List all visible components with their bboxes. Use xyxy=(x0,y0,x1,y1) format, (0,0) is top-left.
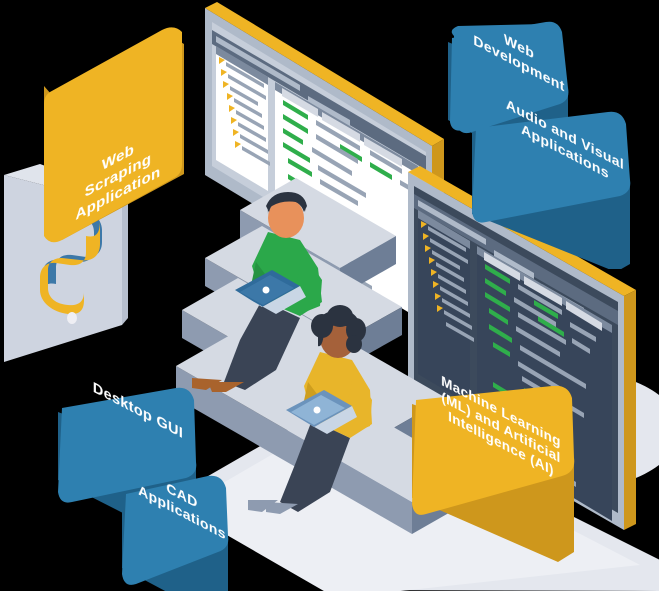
file-tree-arrow-icon xyxy=(421,221,443,312)
label-audio-and-visual-applications[interactable]: Audio and Visual Applications xyxy=(468,96,650,269)
file-tree-arrow-icon xyxy=(219,57,241,148)
label-cad-applications[interactable]: CAD Applications xyxy=(118,475,246,591)
label-plaque-shape xyxy=(472,111,631,269)
label-machine-learning-ai[interactable]: Machine Learning (ML) and Artificial Int… xyxy=(408,373,586,562)
label-plaque-shape xyxy=(122,475,229,591)
label-plaque-shape xyxy=(412,386,575,562)
label-web-scraping-application[interactable]: Web Scraping Application xyxy=(40,27,192,243)
label-plaque-shape xyxy=(44,27,184,243)
